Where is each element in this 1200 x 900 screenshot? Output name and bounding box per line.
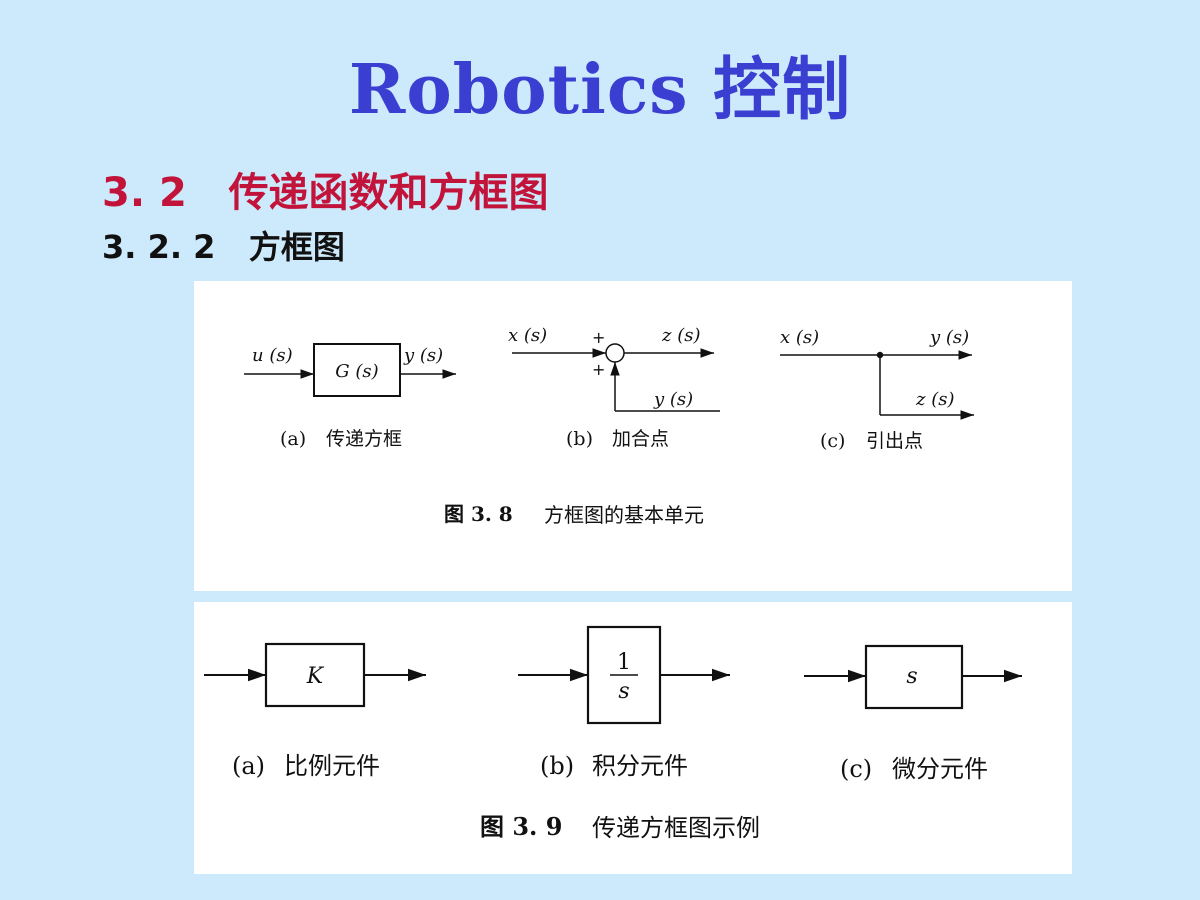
integral-element-diagram: 1 s (b) 积分元件 (518, 625, 730, 780)
summing-point-diagram: x (s) + + z (s) y (s) (b) 加合点 (508, 325, 720, 450)
feed-signal-label: y (s) (653, 389, 693, 410)
transfer-block (313, 343, 401, 397)
label-text: 加合点 (612, 428, 669, 450)
figure-caption-text: 方框图的基本单元 (544, 503, 704, 527)
transfer-block-diagram: u (s) G (s) y (s) (a) 传递方框 (244, 343, 456, 450)
plus-sign-top: + (592, 328, 605, 347)
input-signal-label: x (s) (508, 325, 547, 346)
denominator-label: s (618, 679, 629, 704)
output2-signal-label: z (s) (915, 389, 955, 410)
figure-caption-number: 图 3. 9 (480, 812, 562, 841)
gain-label: K (306, 664, 325, 689)
output-signal-label: y (s) (403, 345, 443, 366)
label-text: 引出点 (866, 430, 923, 452)
block-function-label: G (s) (335, 361, 378, 382)
derivative-element-diagram: s (c) 微分元件 (804, 644, 1022, 783)
label-letter: (c) (840, 755, 872, 783)
derivative-label: s (906, 664, 917, 689)
label-text: 比例元件 (284, 752, 380, 780)
section-heading: 3. 2 传递函数和方框图 (102, 170, 549, 216)
subsection-heading: 3. 2. 2 方框图 (102, 228, 345, 266)
takeoff-point-diagram: x (s) y (s) z (s) (c) 引出点 (780, 327, 974, 452)
label-text: 传递方框 (326, 428, 402, 450)
label-letter: (b) (540, 752, 574, 780)
figure-caption-text: 传递方框图示例 (592, 814, 760, 842)
label-text: 积分元件 (592, 752, 688, 780)
figure-3-8-panel: u (s) G (s) y (s) (a) 传递方框 x (s) + + z (… (194, 281, 1072, 591)
figure-3-8-diagram: u (s) G (s) y (s) (a) 传递方框 x (s) + + z (… (244, 325, 974, 527)
label-letter: (c) (820, 430, 845, 452)
input-signal-label: x (s) (780, 327, 819, 348)
label-letter: (b) (566, 428, 593, 450)
plus-sign-bottom: + (592, 360, 605, 379)
input-signal-label: u (s) (252, 345, 293, 366)
label-text: 微分元件 (892, 755, 988, 783)
figure-caption-number: 图 3. 8 (444, 502, 513, 526)
output1-signal-label: y (s) (929, 327, 969, 348)
label-letter: (a) (232, 752, 265, 780)
proportional-element-diagram: K (a) 比例元件 (204, 642, 426, 780)
output-signal-label: z (s) (661, 325, 701, 346)
summing-junction (605, 343, 625, 363)
figure-3-9-diagram: K (a) 比例元件 1 s (b) 积分元件 s (c) 微分元件 图 3. … (204, 625, 1022, 842)
slide-title: Robotics 控制 (348, 50, 852, 130)
figure-3-9-panel: K (a) 比例元件 1 s (b) 积分元件 s (c) 微分元件 图 3. … (194, 602, 1072, 874)
numerator-label: 1 (617, 650, 631, 675)
label-letter: (a) (280, 428, 306, 450)
